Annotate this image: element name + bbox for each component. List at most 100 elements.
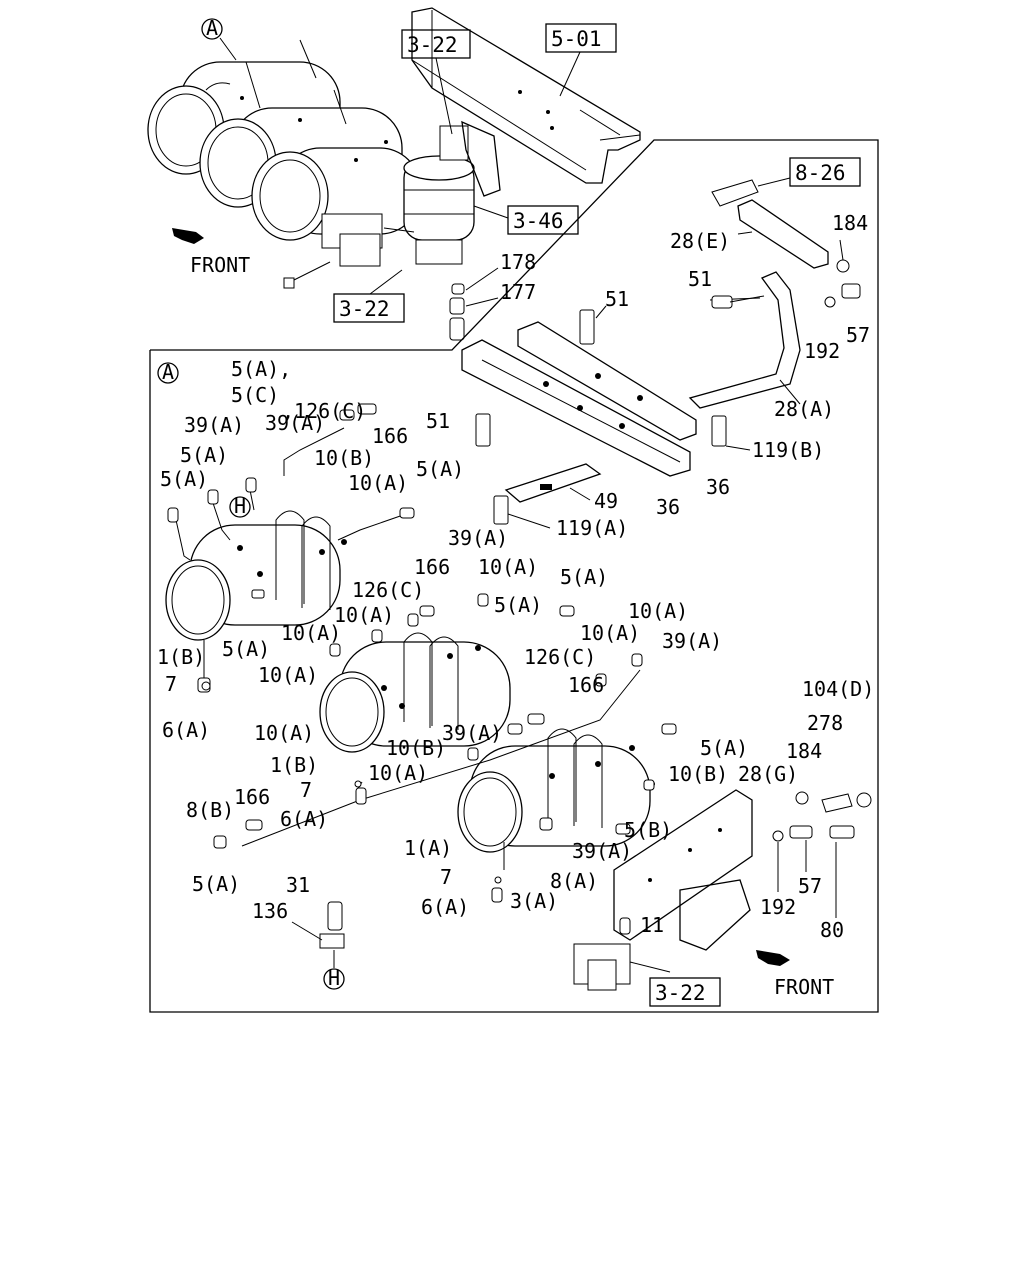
part-label-p1b_2: 1(B) (270, 753, 318, 777)
part-label-p39a_1: 39(A) (184, 413, 244, 437)
fitting-178-177 (449, 267, 499, 341)
detail-frame (149, 139, 879, 1013)
part-label-p126c_1: ,126(C) (282, 399, 366, 423)
ref-3-46-text: 3-46 (513, 209, 564, 233)
part-label-p10b_1: 10(B) (314, 446, 374, 470)
part-label-p36b: 36 (656, 495, 680, 519)
front-label-bottom: FRONT (774, 975, 834, 999)
part-label-p5a_2: 5(A) (180, 443, 228, 467)
part-label-p278: 278 (807, 711, 843, 735)
bracket-28g (613, 789, 753, 951)
circle-h-top: H (229, 494, 251, 518)
part-label-p5a_8: 5(A) (700, 736, 748, 760)
part-label-p6a_2: 6(A) (280, 807, 328, 831)
part-label-p51b: 51 (605, 287, 629, 311)
part-label-p10b_2: 10(B) (386, 736, 446, 760)
circle-a-detail-text: A (162, 360, 174, 384)
hardware-right (772, 791, 872, 918)
part-label-p39a_6: 39(A) (572, 839, 632, 863)
part-label-p28e: 28(E) (670, 229, 730, 253)
part-label-p51c: 51 (426, 409, 450, 433)
ref-3-22-mid-text: 3-22 (339, 297, 390, 321)
front-arrow-top: FRONT (172, 228, 250, 277)
part-label-p36a: 36 (706, 475, 730, 499)
part-label-p39a_3: 39(A) (448, 526, 508, 550)
part-label-p10a_6: 10(A) (580, 621, 640, 645)
part-label-p10a_3: 10(A) (334, 603, 394, 627)
fittings (167, 403, 677, 903)
part-label-p119a: 119(A) (556, 516, 628, 540)
ref-box-8-26: 8-26 (711, 157, 861, 207)
part-label-p166_2: 166 (414, 555, 450, 579)
part-label-p177: 177 (500, 280, 536, 304)
part-label-p7_2: 7 (300, 778, 312, 802)
part-label-p28g: 28(G) (738, 762, 798, 786)
part-label-p5a_7: 5(A) (222, 637, 270, 661)
overview-tanks (147, 39, 421, 241)
part-label-p5b: 5(B) (624, 818, 672, 842)
part-label-p178: 178 (500, 250, 536, 274)
ref-box-3-22-mid: 3-22 (333, 269, 405, 323)
part-label-p39a_2: 39(A) (265, 411, 325, 435)
front-label-top: FRONT (190, 253, 250, 277)
cross-member (461, 305, 751, 529)
part-label-p126c_3: 126(C) (524, 645, 596, 669)
part-label-p1a: 1(A) (404, 836, 452, 860)
part-label-p10a_4: 10(A) (628, 599, 688, 623)
part-label-p5a_4: 5(A) (416, 457, 464, 481)
circle-h-top-text: H (234, 494, 246, 518)
part-label-p5c: 5(C) (231, 383, 279, 407)
part-label-p8a: 8(A) (550, 869, 598, 893)
part-label-p166_1: 166 (372, 424, 408, 448)
ref-3-22-bottom-text: 3-22 (655, 981, 706, 1005)
part-label-p10a_2: 10(A) (478, 555, 538, 579)
valve-cluster-top (283, 213, 415, 289)
part-label-p3a: 3(A) (510, 889, 558, 913)
part-label-p6a_1: 6(A) (162, 718, 210, 742)
circle-a-detail: A (157, 360, 179, 384)
circle-a-top-text: A (206, 16, 218, 40)
ref-box-3-22-bottom: 3-22 (649, 977, 721, 1007)
part-label-p7_3: 7 (440, 865, 452, 889)
part-label-p39a_5: 39(A) (442, 721, 502, 745)
part-label-p39a_4: 39(A) (662, 629, 722, 653)
part-label-p119b: 119(B) (752, 438, 824, 462)
valve-assembly-bottom (573, 917, 671, 991)
part-label-p10a_7: 10(A) (258, 663, 318, 687)
part-label-p192a: 192 (804, 339, 840, 363)
part-label-p126c_2: 126(C) (352, 578, 424, 602)
part-label-p10a_8: 10(A) (254, 721, 314, 745)
ref-5-01-text: 5-01 (551, 27, 602, 51)
frame-beam (411, 7, 641, 184)
part-label-p10a_1: 10(A) (348, 471, 408, 495)
bracket-28a (688, 271, 861, 409)
part-label-p31: 31 (286, 873, 310, 897)
air-dryer (403, 120, 501, 265)
part-label-p1b_1: 1(B) (157, 645, 205, 669)
air-lines (175, 427, 641, 870)
part-label-p136: 136 (252, 899, 288, 923)
part-label-p184a: 184 (832, 211, 868, 235)
part-label-p166_3: 166 (568, 673, 604, 697)
part-label-p10b_3: 10(B) (668, 762, 728, 786)
part-label-p80: 80 (820, 918, 844, 942)
tank-1b-middle (319, 632, 511, 753)
clip-assembly: H (291, 901, 345, 990)
part-label-p28a: 28(A) (774, 397, 834, 421)
part-label-p49: 49 (594, 489, 618, 513)
tank-1a-lower (457, 728, 655, 853)
part-label-p5a_5: 5(A) (560, 565, 608, 589)
part-label-p10a_5: 10(A) (281, 621, 341, 645)
circle-h-bottom-text: H (328, 966, 340, 990)
bracket-28e (737, 199, 850, 273)
part-label-p184b: 184 (786, 739, 822, 763)
overview-assembly: FRONT A 3-22 5-01 3-46 3-22 (147, 7, 641, 341)
tank-1b-upper (165, 510, 347, 641)
front-arrow-bottom: FRONT (756, 950, 834, 999)
part-label-p11: 11 (640, 913, 664, 937)
part-number-labels: 17817718428(E)51571925128(A)119(B)513649… (157, 211, 874, 942)
ref-box-3-22-top: 3-22 (401, 29, 471, 135)
ref-box-3-46: 3-46 (473, 205, 579, 235)
part-label-p10a_9: 10(A) (368, 761, 428, 785)
ref-8-26-text: 8-26 (795, 161, 846, 185)
